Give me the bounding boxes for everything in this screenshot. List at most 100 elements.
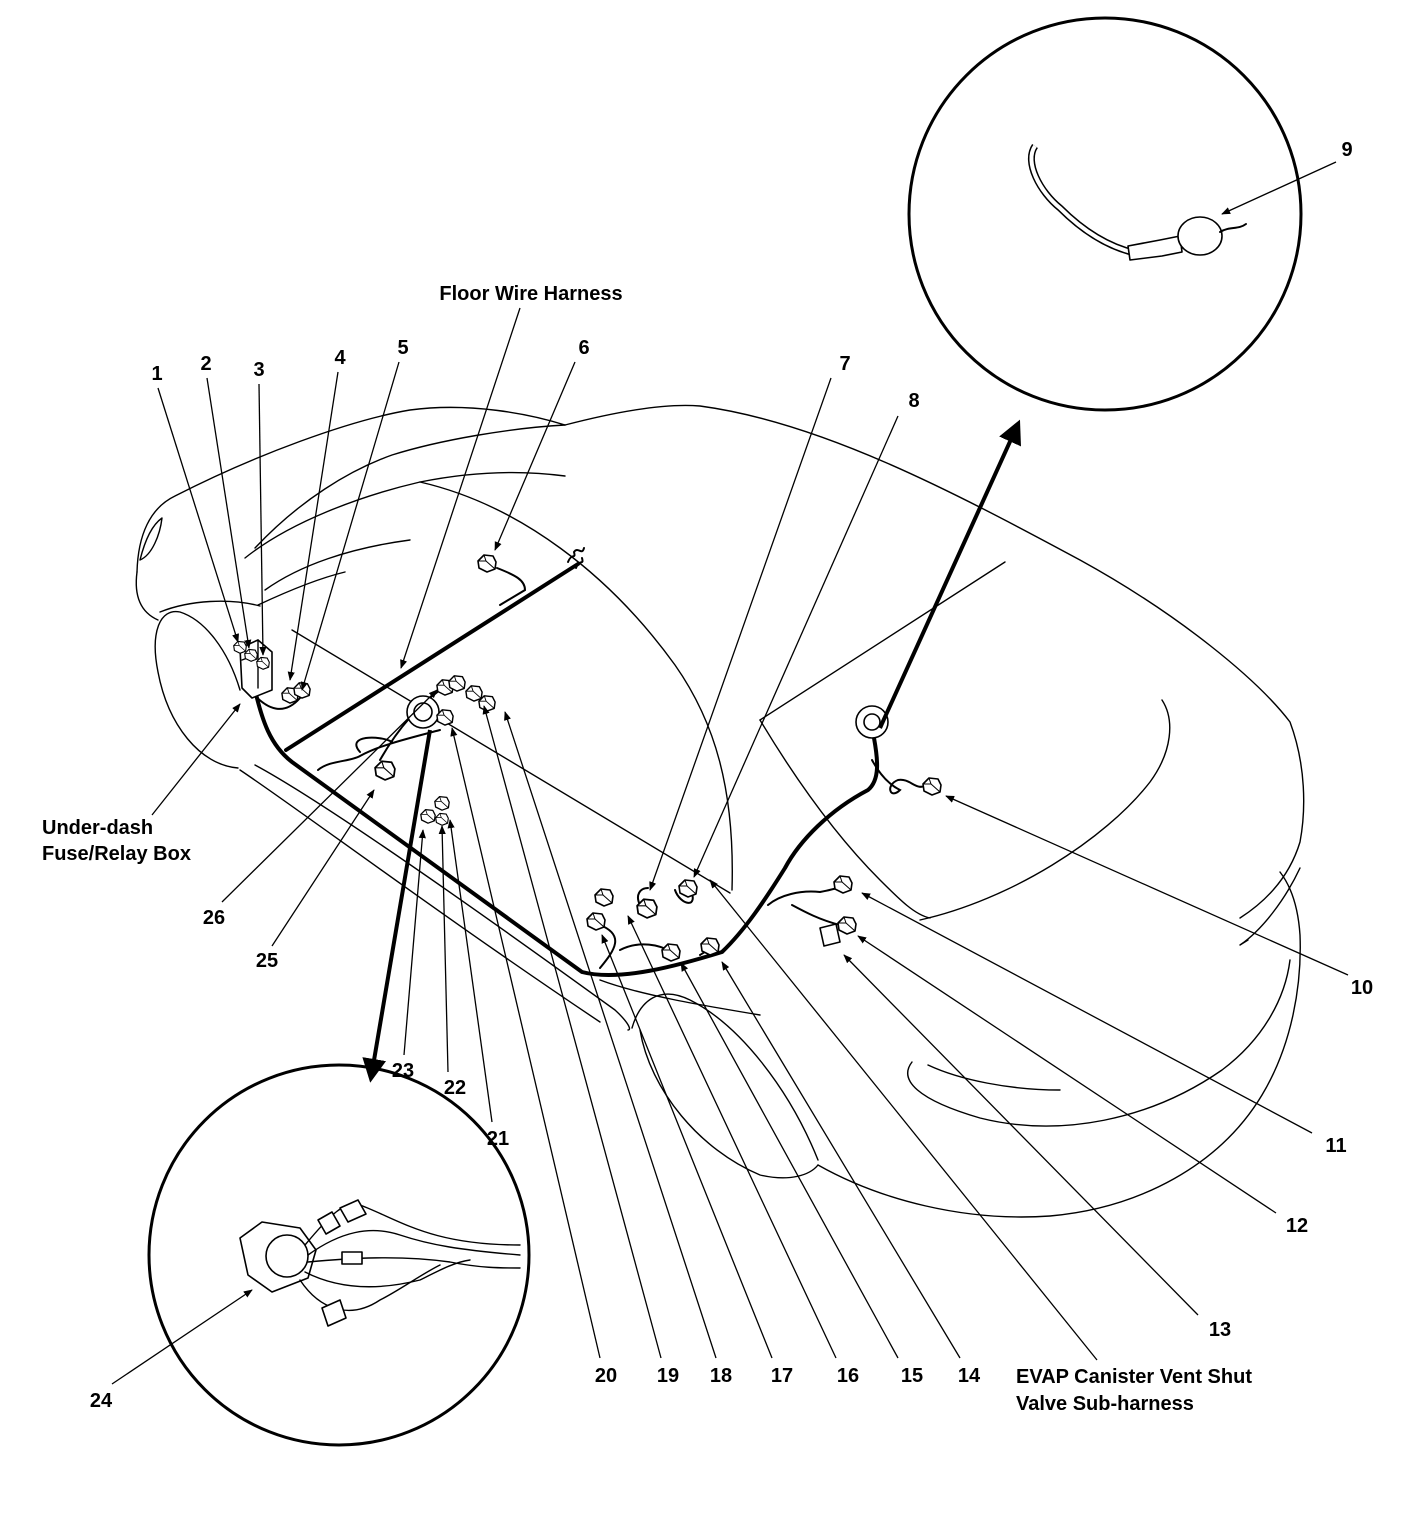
leader-evap-sub-harness xyxy=(709,879,1098,1361)
bundle-connector-c xyxy=(321,1299,347,1327)
leader-10 xyxy=(945,795,1349,976)
callout-18: 18 xyxy=(710,1365,732,1387)
callout-7: 7 xyxy=(839,353,850,375)
connector-23 xyxy=(420,808,436,824)
leader-20 xyxy=(450,727,601,1359)
leader-9 xyxy=(1221,161,1337,215)
leader-14 xyxy=(721,961,961,1359)
bundle-connector-d xyxy=(317,1211,341,1235)
front-grille xyxy=(139,517,163,561)
inset-top xyxy=(907,16,1303,412)
callout-9: 9 xyxy=(1341,139,1352,161)
callout-labels: 1 2 3 4 5 6 7 8 9 10 11 12 13 14 15 16 1… xyxy=(42,139,1373,1415)
branch-11-13 xyxy=(767,883,846,926)
leader-13 xyxy=(843,954,1199,1316)
floor-edge-line xyxy=(291,629,731,894)
zoom-arrow-top xyxy=(878,419,1021,729)
connector-6 xyxy=(477,554,497,573)
callout-23: 23 xyxy=(392,1060,414,1082)
leader-15 xyxy=(680,962,899,1359)
inset-bottom xyxy=(147,1063,531,1447)
harness-end-squiggle xyxy=(567,547,585,569)
front-bumper xyxy=(135,571,159,621)
leader-8 xyxy=(693,415,899,878)
callout-3: 3 xyxy=(253,359,264,381)
callout-14: 14 xyxy=(958,1365,981,1387)
leader-26 xyxy=(221,689,438,903)
leader-lines xyxy=(111,161,1349,1385)
callout-20: 20 xyxy=(595,1365,617,1387)
connector-15 xyxy=(661,943,681,962)
connectors xyxy=(233,554,942,962)
leader-3 xyxy=(258,383,267,656)
leader-1 xyxy=(157,387,240,643)
leader-21 xyxy=(447,819,493,1123)
branch-10 xyxy=(871,759,926,795)
callout-21: 21 xyxy=(487,1128,509,1150)
c-pillar-line xyxy=(759,719,931,919)
connector-22 xyxy=(435,812,449,826)
rear-bumper xyxy=(907,959,1291,1127)
leader-17 xyxy=(601,934,773,1359)
connector-16 xyxy=(594,888,614,907)
windshield-base xyxy=(244,471,566,559)
front-fender xyxy=(159,600,261,613)
grommet-inner xyxy=(863,713,881,731)
connector-7 xyxy=(636,898,658,919)
connector-17 xyxy=(586,912,606,931)
connector-21 xyxy=(434,795,450,811)
lower-door-line xyxy=(599,979,761,1016)
callout-4: 4 xyxy=(334,347,346,369)
rear-wheel-lower xyxy=(639,1029,819,1179)
connector-1 xyxy=(233,640,247,654)
under-dash-label-line1: Under-dash xyxy=(42,817,153,839)
leader-11 xyxy=(861,892,1313,1134)
rocker-lower xyxy=(239,769,601,1023)
callout-22: 22 xyxy=(444,1077,466,1099)
rear-bumper-inner xyxy=(927,1064,1061,1091)
inset-top-circle xyxy=(907,16,1303,412)
evap-label-line1: EVAP Canister Vent Shut xyxy=(1016,1366,1252,1388)
under-dash-label-line2: Fuse/Relay Box xyxy=(42,843,191,865)
vent-hose-fitting xyxy=(1127,235,1183,261)
trunk-edge xyxy=(1239,867,1301,946)
branch-loop-25 xyxy=(355,736,393,753)
leader-7 xyxy=(649,377,832,891)
roof-outline xyxy=(564,404,1305,919)
evap-label-line2: Valve Sub-harness xyxy=(1016,1393,1194,1415)
trunk-lid xyxy=(919,699,1171,921)
rear-wheel-arch xyxy=(631,993,819,1161)
connector-10 xyxy=(922,777,942,796)
callout-11: 11 xyxy=(1325,1135,1346,1157)
door-frame xyxy=(419,481,733,891)
a-pillar xyxy=(257,571,346,606)
floor-wire-harness-label: Floor Wire Harness xyxy=(439,283,622,305)
callout-26: 26 xyxy=(203,907,225,929)
connector-2 xyxy=(244,648,258,662)
leader-25 xyxy=(271,789,375,947)
wire-harness xyxy=(239,547,926,977)
callout-5: 5 xyxy=(397,337,408,359)
evap-vent-shut-valve xyxy=(1177,216,1223,256)
callout-24: 24 xyxy=(90,1390,113,1412)
windshield-top xyxy=(254,424,566,549)
callout-25: 25 xyxy=(256,950,278,972)
leader-under-dash-box xyxy=(151,703,241,816)
callout-13: 13 xyxy=(1209,1319,1231,1341)
leader-floor-wire-harness xyxy=(400,307,521,669)
connector-8 xyxy=(678,879,698,898)
bundle-connector-b xyxy=(341,1251,363,1265)
callout-15: 15 xyxy=(901,1365,923,1387)
coil-grommet-inner xyxy=(413,702,433,722)
callout-1: 1 xyxy=(151,363,162,385)
callout-6: 6 xyxy=(578,337,589,359)
connector-26b xyxy=(448,675,466,692)
cowl-line xyxy=(264,539,411,591)
leader-16 xyxy=(627,915,837,1359)
connector-5 xyxy=(293,682,311,699)
zoom-arrow-bottom xyxy=(362,729,432,1083)
connector-25 xyxy=(374,760,396,781)
leader-18 xyxy=(504,711,717,1359)
callout-17: 17 xyxy=(771,1365,793,1387)
